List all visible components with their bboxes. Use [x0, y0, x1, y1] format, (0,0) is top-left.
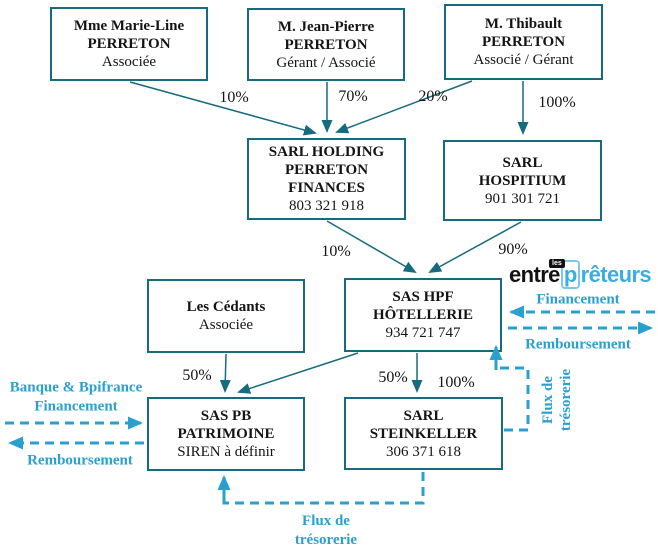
entity-box-pb: SAS PB PATRIMOINE SIREN à définir	[147, 397, 305, 471]
entity-name: PERRETON	[87, 36, 171, 52]
entity-siren: 934 721 747	[385, 325, 461, 341]
entity-box-jeanpierre: M. Jean-Pierre PERRETON Gérant / Associé	[247, 8, 405, 81]
entity-box-steinkeller: SARL STEINKELLER 306 371 618	[344, 397, 503, 470]
flux-right-line2: trésorerie	[558, 368, 574, 432]
entity-role: Associée	[101, 54, 157, 70]
entity-name: SARL	[502, 154, 543, 171]
entity-box-marie: Mme Marie-Line PERRETON Associée	[50, 7, 208, 81]
flux-right-line1: Flux de	[540, 376, 556, 424]
entity-name: SAS PB	[200, 408, 252, 424]
ep-financement-label: Financement	[536, 291, 620, 308]
entity-name: SARL	[403, 407, 444, 424]
entity-name: M. Thibault	[484, 16, 563, 32]
entity-role: Associé / Gérant	[473, 52, 574, 68]
ep-remboursement-label: Remboursement	[525, 336, 631, 353]
entity-name: HÔTELLERIE	[372, 307, 474, 323]
flux-bottom-line2: trésorerie	[294, 532, 358, 548]
percent-jeanpierre-holding: 70%	[338, 88, 368, 105]
bank-label-line1: Banque & Bpifrance	[9, 379, 143, 396]
entity-box-thibault: M. Thibault PERRETON Associé / Gérant	[444, 4, 603, 80]
percent-hospitium-hpf: 90%	[498, 241, 528, 258]
entity-name: FINANCES	[288, 180, 365, 196]
bank-remboursement-label: Remboursement	[27, 452, 133, 469]
percent-hpf-pb: 50%	[378, 369, 408, 386]
entity-box-cedants: Les Cédants Associée	[147, 279, 305, 353]
percent-holding-hpf: 10%	[321, 243, 351, 260]
percent-hpf-steinkeller: 100%	[437, 374, 475, 391]
entity-name: SAS HPF	[392, 289, 454, 305]
entity-siren: 803 321 918	[289, 198, 364, 214]
percent-marie-holding: 10%	[219, 89, 249, 106]
dashed-path-steinkeller-to-pb	[222, 472, 425, 505]
entity-name: PATRIMOINE	[177, 426, 275, 442]
entity-name: PERRETON	[481, 34, 566, 50]
percent-thibault-holding: 20%	[418, 88, 448, 105]
entity-name: PERRETON	[284, 162, 369, 178]
flux-tresorerie-bottom-label: Flux de trésorerie	[295, 512, 357, 550]
entity-box-holding: SARL HOLDING PERRETON FINANCES 803 321 9…	[247, 138, 406, 220]
arrow-hpf-to-pb	[237, 352, 359, 394]
flux-tresorerie-right-label: Flux de trésorerie	[539, 369, 575, 431]
entity-name: Mme Marie-Line	[73, 18, 185, 34]
entity-box-hospitium: SARL HOSPITIUM 901 301 721	[443, 140, 602, 221]
entity-role: Gérant / Associé	[276, 54, 376, 71]
percent-cedants-pb: 50%	[182, 367, 212, 384]
entity-siren: 306 371 618	[386, 443, 461, 460]
percent-thibault-hospitium: 100%	[538, 94, 576, 111]
entity-role: Associée	[198, 317, 254, 333]
entity-name: Les Cédants	[186, 299, 266, 315]
logo-p-box: p	[560, 260, 580, 289]
entity-box-hpf: SAS HPF HÔTELLERIE 934 721 747	[344, 278, 502, 352]
entity-name: PERRETON	[284, 36, 368, 53]
bank-financement-label: Financement	[34, 398, 118, 415]
entity-name: SARL HOLDING	[268, 144, 385, 160]
entity-name: STEINKELLER	[369, 425, 478, 442]
entity-name: HOSPITIUM	[478, 172, 567, 189]
entity-siren: 901 301 721	[485, 190, 560, 207]
entity-name: M. Jean-Pierre	[277, 18, 375, 35]
flux-bottom-line1: Flux de	[302, 513, 350, 529]
logo-les-tag: les	[549, 259, 565, 268]
entity-siren: SIREN à définir	[177, 444, 275, 460]
arrow-cedants-to-pb	[219, 353, 231, 393]
logo-text-blue: rêteurs	[580, 262, 652, 287]
